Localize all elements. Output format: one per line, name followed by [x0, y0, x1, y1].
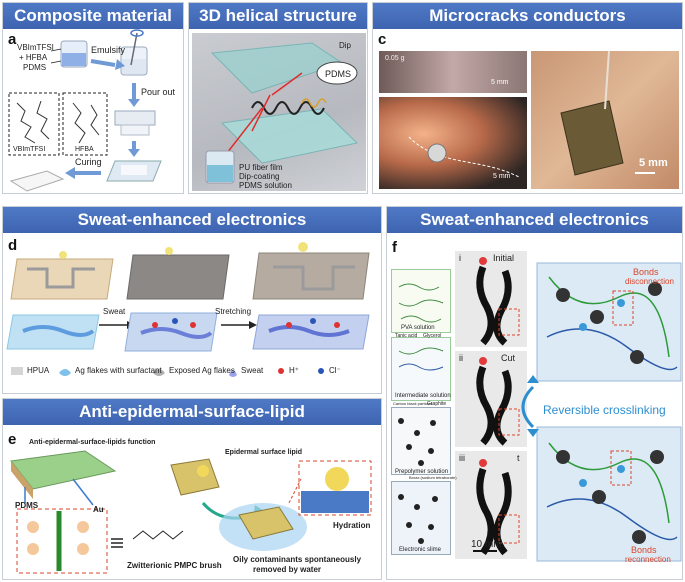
- panel-d-stretching: Stretching: [215, 307, 252, 316]
- panel-e-illustration: [10, 450, 372, 574]
- panel-e-brush: Zwitterionic PMPC brush: [127, 561, 222, 570]
- panel-a: Composite material a: [2, 2, 184, 194]
- panel-f-bonds-dis-2: disconnection: [625, 277, 674, 286]
- panel-f-stage-1: [391, 269, 451, 333]
- panel-a-input-1: VBImTFSI: [17, 43, 54, 52]
- panel-b-caption-1: PU fiber film: [239, 163, 283, 172]
- panel-a-pour-out: Pour out: [141, 87, 176, 97]
- panel-d-legend-5: H⁺: [289, 366, 299, 375]
- panel-f-legend-cb: Carbon black particles: [393, 401, 433, 406]
- panel-e-hydration: Hydration: [333, 521, 371, 530]
- panel-d-legend-4: Sweat: [241, 366, 264, 375]
- panel-e-letter: e: [8, 431, 17, 448]
- panel-b-banner: 3D helical structure: [189, 3, 367, 29]
- panel-f-mark-ii: ii: [459, 353, 463, 363]
- panel-c-photo-bottom: [379, 97, 527, 189]
- panel-b: 3D helical structure b Dip PDMS PU fiber…: [188, 2, 368, 194]
- panel-c-photo-skin: [531, 51, 679, 189]
- panel-d-legend-1: HPUA: [27, 366, 50, 375]
- panel-f-stage-label-4: Electronic slime: [399, 547, 442, 553]
- panel-c-weight: 0.05 g: [385, 55, 405, 62]
- panel-f-time: t: [517, 453, 520, 463]
- panel-f-bonds-re-1: Bonds: [631, 545, 657, 555]
- panel-f-stage-label-2: Intermediate solution: [395, 393, 451, 399]
- panel-f-stage-label-1: PVA solution: [401, 325, 435, 331]
- panel-f-letter: f: [392, 239, 397, 256]
- panel-d-sweat: Sweat: [103, 307, 126, 316]
- panel-b-pdms: PDMS: [325, 69, 352, 79]
- panel-d-legend-6: Cl⁻: [329, 366, 341, 375]
- panel-f-bonds-re-2: reconnection: [625, 555, 671, 564]
- panel-f: Sweat-enhanced electronics f: [386, 206, 683, 580]
- panel-c-scale-2: 5 mm: [493, 173, 511, 180]
- panel-f-stage-2: [391, 337, 451, 401]
- panel-d-legend-3: Exposed Ag flakes: [169, 366, 235, 375]
- panel-c-letter: c: [378, 31, 387, 48]
- panel-f-stage-label-3: Prepolymer solution: [395, 469, 449, 475]
- panel-a-mol-right: HFBA: [75, 146, 94, 153]
- panel-f-reversible: Reversible crosslinking: [543, 403, 666, 417]
- panel-e-oily-2: removed by water: [253, 565, 322, 574]
- panel-b-dip: Dip: [339, 41, 352, 50]
- panel-f-cut: Cut: [501, 353, 516, 363]
- panel-a-mol-left: VBImTFSI: [13, 146, 46, 153]
- panel-c: Microcracks conductors c 0.05 g 5 mm 5 m…: [372, 2, 683, 194]
- panel-d-legend-2: Ag flakes with surfactant: [75, 366, 162, 375]
- panel-a-curing: Curing: [75, 157, 102, 167]
- panel-c-banner: Microcracks conductors: [373, 3, 682, 29]
- panel-a-emulsify: Emulsify: [91, 45, 126, 55]
- panel-d-letter: d: [8, 237, 18, 254]
- panel-f-banner: Sweat-enhanced electronics: [387, 207, 682, 233]
- panel-d-illustration: [6, 242, 370, 377]
- panel-c-scale-3: 5 mm: [639, 157, 668, 169]
- panel-c-photo-top: [379, 51, 527, 93]
- panel-c-conductor: [408, 136, 520, 178]
- panel-f-bonds-dis-1: Bonds: [633, 267, 659, 277]
- panel-e-function: Anti-epidermal-surface-lipids function: [29, 439, 156, 446]
- panel-f-legend-gr: Graphite: [427, 401, 447, 407]
- panel-e: Anti-epidermal-surface-lipid e Anti-epid…: [2, 398, 382, 580]
- panel-c-skin-patch: [560, 51, 655, 176]
- panel-f-scale: 10 mm: [471, 539, 502, 550]
- panel-f-initial: Initial: [493, 253, 515, 263]
- panel-b-caption-2: Dip-coating: [239, 172, 280, 181]
- panel-a-input-2: + HFBA: [19, 53, 48, 62]
- panel-f-legend-ta: Tanic acid: [395, 333, 418, 339]
- panel-c-scale-1: 5 mm: [491, 79, 509, 86]
- panel-b-helix-drawing: [205, 42, 359, 184]
- panel-d: Sweat-enhanced electronics d Sweat Str: [2, 206, 382, 394]
- panel-a-banner: Composite material: [3, 3, 183, 29]
- panel-e-au: Au: [93, 505, 104, 514]
- panel-f-legend-gly: Glycerol: [423, 333, 442, 339]
- panel-b-caption-3: PDMS solution: [239, 181, 292, 190]
- panel-a-input-3: PDMS: [23, 63, 47, 72]
- panel-a-letter: a: [8, 31, 17, 48]
- panel-f-mark-iii: iii: [459, 453, 465, 463]
- panel-e-banner: Anti-epidermal-surface-lipid: [3, 399, 381, 425]
- panel-d-banner: Sweat-enhanced electronics: [3, 207, 381, 233]
- panel-f-legend-ss: Borax (sodium tetraborate): [409, 475, 457, 480]
- panel-f-mark-i: i: [459, 253, 461, 263]
- panel-b-render: [192, 33, 366, 191]
- panel-a-illustration: [8, 29, 162, 192]
- panel-f-illustration: [398, 251, 682, 562]
- panel-e-pdms: PDMS: [15, 501, 39, 510]
- panel-e-oily-1: Oily contaminants spontaneously: [233, 555, 362, 564]
- panel-e-epidermal: Epidermal surface lipid: [225, 449, 303, 456]
